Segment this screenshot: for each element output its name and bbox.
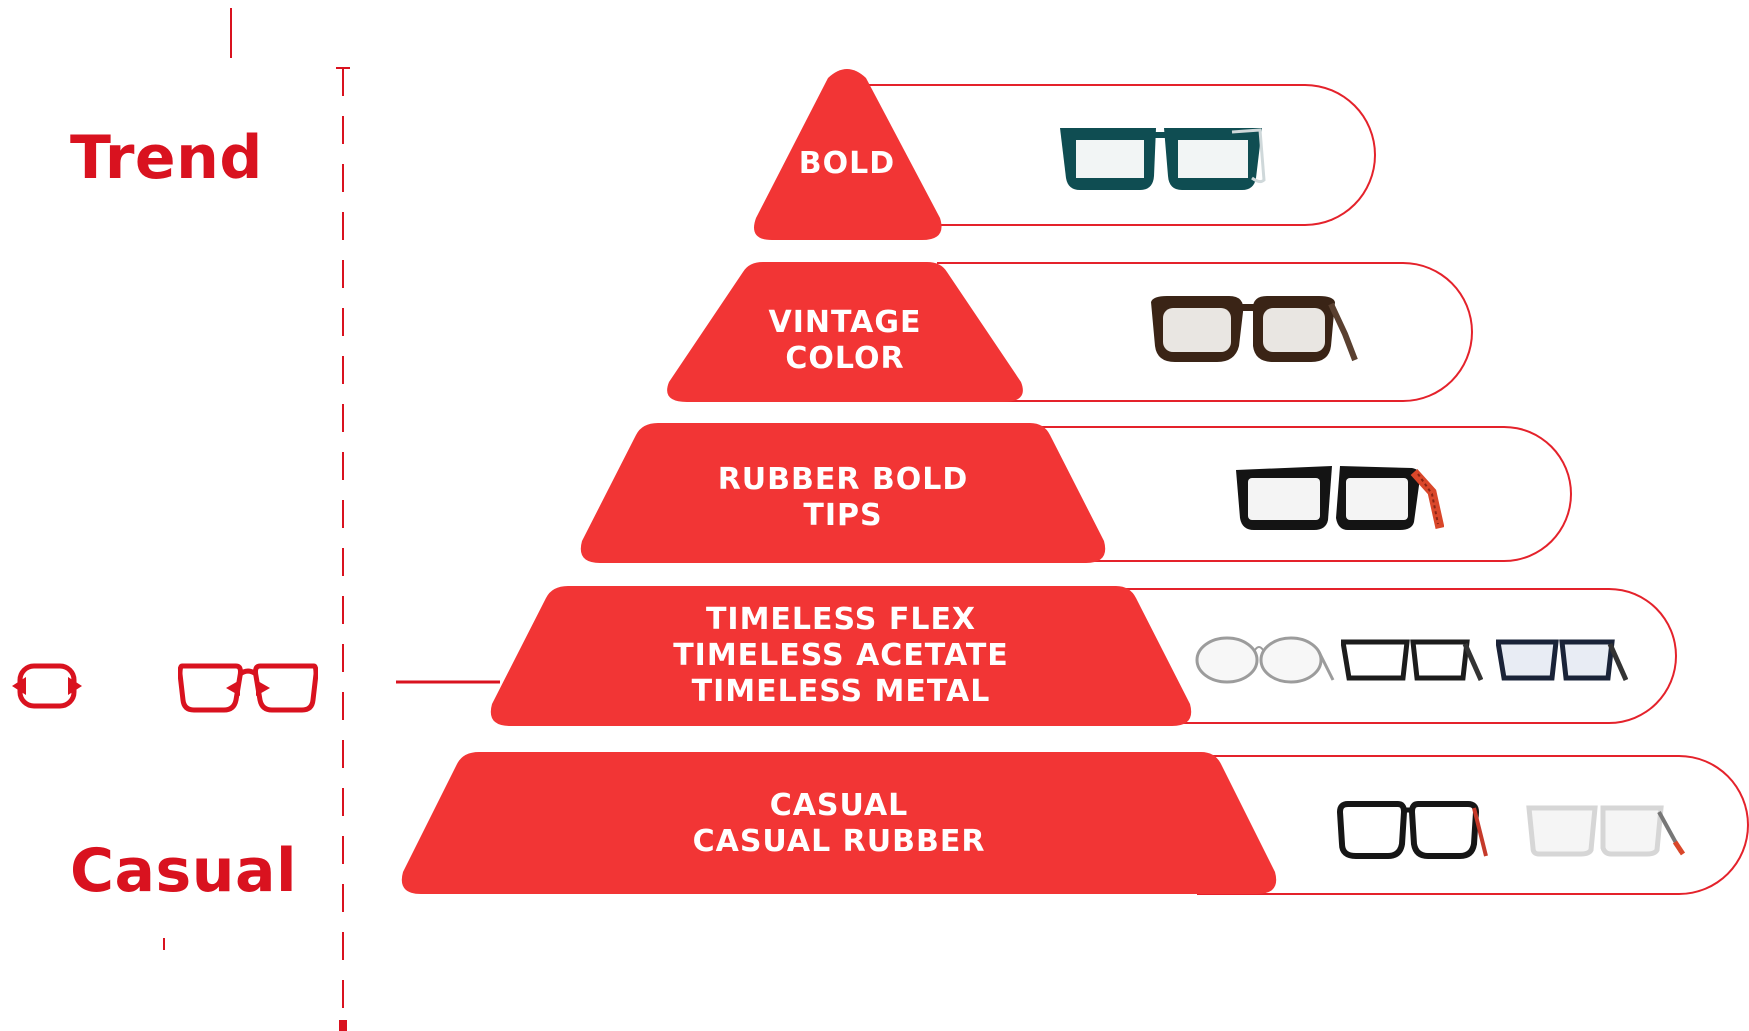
tier-5-line-1: CASUAL	[769, 788, 909, 823]
axis-bottom-cap	[339, 1020, 347, 1031]
tier-2-line-2: COLOR	[785, 341, 905, 376]
casual-label: Casual	[70, 836, 298, 906]
trend-label: Trend	[70, 123, 263, 193]
silver-round-metal-frame-icon	[1195, 636, 1335, 684]
tier-1-line-1: BOLD	[798, 146, 896, 181]
tier-3-shape	[580, 423, 1106, 563]
tier-5-line-2: CASUAL RUBBER	[692, 824, 986, 859]
tier-1-label: BOLD	[747, 146, 947, 182]
black-acetate-frame-icon	[1341, 639, 1483, 682]
tier-4-line-1: TIMELESS FLEX	[705, 602, 977, 637]
tier-5-label: CASUAL CASUAL RUBBER	[397, 788, 1281, 860]
tier-2-label: VINTAGE COLOR	[663, 305, 1027, 377]
tier-5-shape	[401, 752, 1277, 894]
navy-flex-frame-icon	[1496, 639, 1628, 682]
tier-4-line-2: TIMELESS ACETATE	[673, 638, 1009, 673]
tier-1-shape	[754, 69, 942, 240]
tier-4-line-3: TIMELESS METAL	[691, 674, 991, 709]
white-rubber-frame-icon	[1526, 805, 1685, 857]
tier-3-line-2: TIPS	[803, 498, 883, 533]
tortoise-vintage-frame-icon	[1151, 296, 1358, 362]
black-casual-frame-icon	[1336, 801, 1488, 859]
frame-width-adjust-icon	[12, 663, 82, 709]
tier-3-label: RUBBER BOLD TIPS	[576, 462, 1110, 534]
tier-2-line-1: VINTAGE	[768, 305, 922, 340]
tier-3-line-1: RUBBER BOLD	[717, 462, 969, 497]
frame-narrow-icon	[178, 663, 318, 713]
tier-4-shape	[490, 586, 1192, 726]
teal-square-bold-frame-icon	[1060, 128, 1266, 190]
tier-4-label: TIMELESS FLEX TIMELESS ACETATE TIMELESS …	[486, 602, 1196, 710]
tier-2-shape	[667, 262, 1023, 402]
black-rubber-tips-frame-icon	[1236, 466, 1444, 530]
